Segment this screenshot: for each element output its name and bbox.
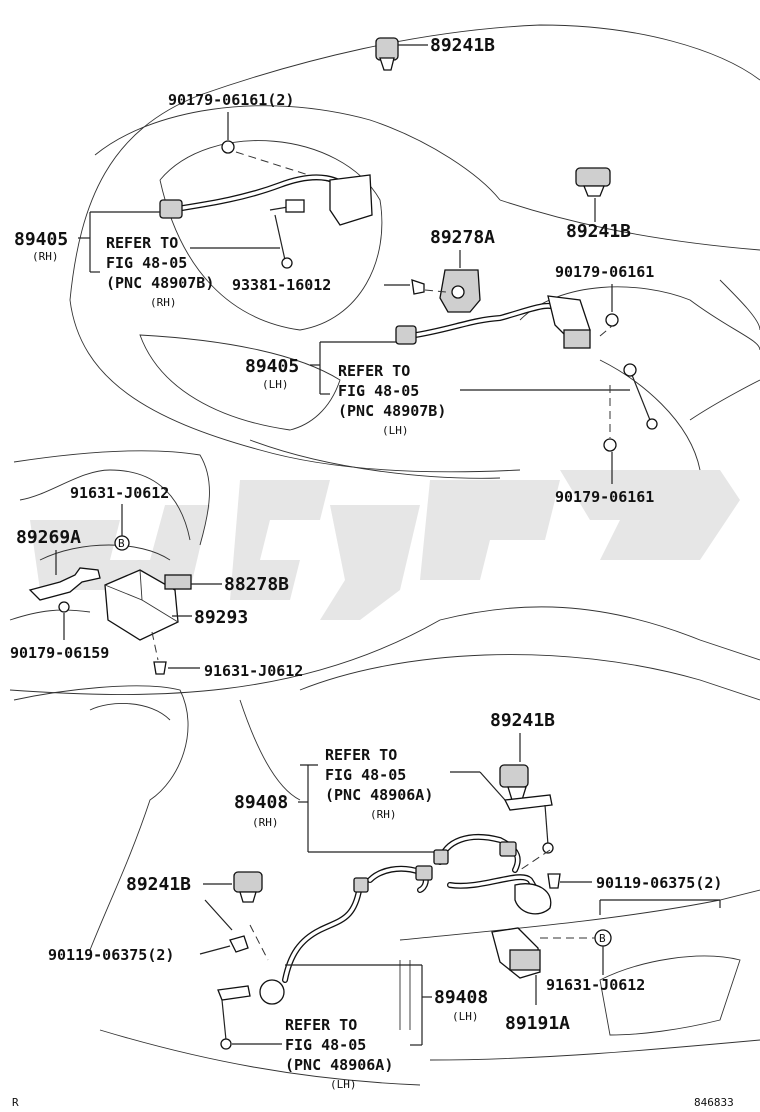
diagram-number: 846833 (694, 1096, 734, 1109)
label-89408-lh-side: (LH) (452, 1010, 479, 1023)
car-body-middle (9, 450, 760, 695)
label-88278b: 88278B (224, 574, 289, 595)
bracket-89269a[interactable] (28, 567, 101, 601)
label-90119-06375-2-b: 90119-06375(2) (48, 946, 174, 964)
sensor-89241b-left[interactable] (233, 871, 263, 903)
label-89278a: 89278A (430, 227, 495, 248)
nut-90179-06159[interactable] (58, 601, 70, 613)
label-91631-j0612-b: 91631-J0612 (204, 662, 303, 680)
height-sensor-89408-rh[interactable] (433, 794, 554, 915)
pnc-48906a-lh-side: (LH) (330, 1078, 357, 1091)
refer-to-rh-bottom: REFER TO (325, 746, 397, 764)
sensor-89241b-low[interactable] (499, 764, 529, 801)
corner-mark: R (12, 1096, 19, 1109)
fig-48-05-rh-top: FIG 48-05 (106, 254, 187, 272)
pnc-48906a-lh: (PNC 48906A) (285, 1056, 393, 1074)
pnc-48906a-rh-side: (RH) (370, 808, 397, 821)
sensor-89241b-mid[interactable] (575, 167, 611, 197)
label-89241b-mid: 89241B (566, 221, 631, 242)
fig-48-05-lh-top: FIG 48-05 (338, 382, 419, 400)
nut-90179-06161-lh-bottom[interactable] (603, 438, 617, 452)
marker-b-top (114, 535, 130, 551)
label-90179-06159: 90179-06159 (10, 644, 109, 662)
nut-90179-06161-lh-top[interactable] (605, 313, 619, 327)
label-91631-j0612-a: 91631-J0612 (70, 484, 169, 502)
fig-48-05-lh-bottom: FIG 48-05 (285, 1036, 366, 1054)
bolt-91631-j0612-b[interactable] (153, 661, 167, 675)
label-89191a: 89191A (505, 1013, 570, 1034)
label-89405-rh: 89405 (14, 229, 68, 250)
label-90179-06161-2: 90179-06161(2) (168, 91, 294, 109)
label-89405-lh-side: (LH) (262, 378, 289, 391)
label-90179-06161-b: 90179-06161 (555, 488, 654, 506)
clip-93381-16012[interactable] (411, 279, 425, 295)
label-89408-rh: 89408 (234, 792, 288, 813)
ecu-89293[interactable] (104, 569, 179, 641)
pnc-48907b-rh: (PNC 48907B) (106, 274, 214, 292)
label-89241b-low: 89241B (490, 710, 555, 731)
car-body-bottom (13, 654, 760, 1086)
nut-90179-06161-rh[interactable] (221, 140, 235, 154)
label-89241b-left: 89241B (126, 874, 191, 895)
refer-to-lh-bottom: REFER TO (285, 1016, 357, 1034)
watermark-logo (30, 470, 740, 620)
bolt-90119-06375-rh[interactable] (547, 873, 561, 889)
car-body-top (69, 24, 760, 479)
label-89293: 89293 (194, 607, 248, 628)
label-93381-16012: 93381-16012 (232, 276, 331, 294)
marker-b-bottom-label: B (599, 932, 606, 945)
pnc-48907b-rh-side: (RH) (150, 296, 177, 309)
pnc-48907b-lh-side: (LH) (382, 424, 409, 437)
label-89241b-top: 89241B (430, 35, 495, 56)
label-90179-06161-a: 90179-06161 (555, 263, 654, 281)
label-89408-rh-side: (RH) (252, 816, 279, 829)
fig-48-05-rh-bottom: FIG 48-05 (325, 766, 406, 784)
height-sensor-89405-rh[interactable] (159, 174, 373, 269)
refer-to-rh-top: REFER TO (106, 234, 178, 252)
bracket-89278a[interactable] (439, 269, 481, 313)
label-89408-lh: 89408 (434, 987, 488, 1008)
label-90119-06375-2-a: 90119-06375(2) (596, 874, 722, 892)
refer-to-lh-top: REFER TO (338, 362, 410, 380)
height-sensor-89405-lh[interactable] (395, 295, 658, 430)
pnc-48906a-rh: (PNC 48906A) (325, 786, 433, 804)
label-89405-rh-side: (RH) (32, 250, 59, 263)
bolt-90119-06375-lh[interactable] (229, 935, 249, 953)
label-89269a: 89269A (16, 527, 81, 548)
label-89405-lh: 89405 (245, 356, 299, 377)
bracket-89191a[interactable] (491, 927, 541, 979)
height-sensor-89408-lh[interactable] (217, 865, 433, 1050)
marker-b-top-label: B (118, 537, 125, 550)
label-plate-88278b[interactable] (164, 574, 192, 590)
label-91631-j0612-c: 91631-J0612 (546, 976, 645, 994)
pnc-48907b-lh: (PNC 48907B) (338, 402, 446, 420)
sensor-89241b-top[interactable] (375, 37, 399, 71)
